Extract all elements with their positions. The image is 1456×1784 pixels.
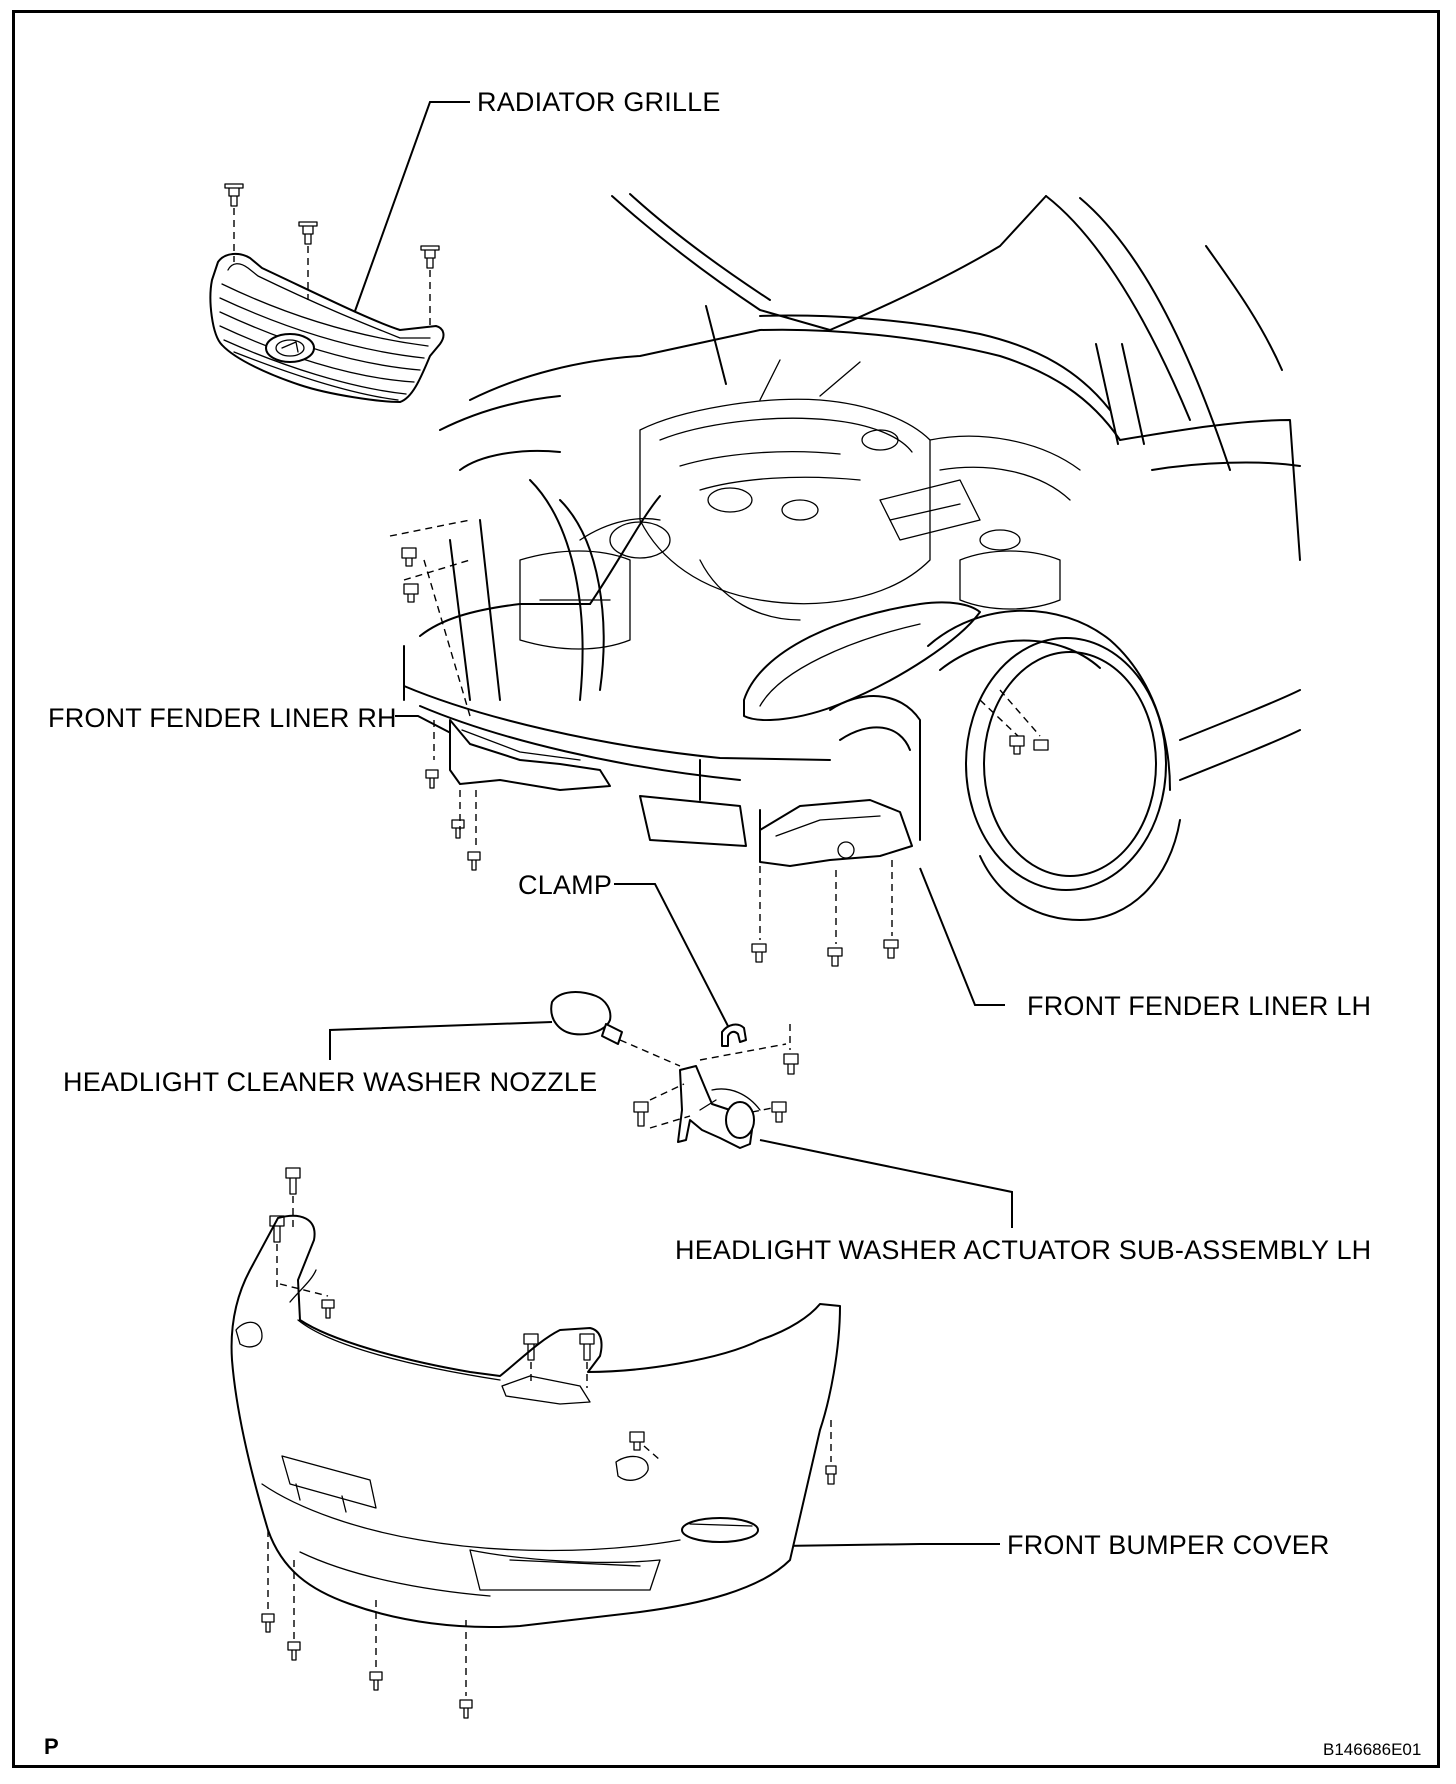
label-front-fender-liner-rh: FRONT FENDER LINER RH	[48, 703, 397, 733]
leader-radiator-grille	[350, 102, 470, 325]
label-front-fender-liner-lh: FRONT FENDER LINER LH	[1027, 991, 1372, 1021]
label-clamp: CLAMP	[518, 870, 613, 900]
leader-washer-actuator	[760, 1140, 1012, 1228]
diagram-frame	[12, 10, 1440, 1768]
engine-bay	[520, 360, 1080, 649]
label-front-bumper-cover: FRONT BUMPER COVER	[1007, 1530, 1330, 1560]
front-fender-liner-rh-part	[390, 520, 610, 870]
leader-lines	[330, 102, 1012, 1546]
label-radiator-grille: RADIATOR GRILLE	[477, 87, 721, 117]
vehicle-front-body	[404, 194, 1300, 920]
leader-front-bumper-cover	[780, 1544, 1000, 1546]
label-headlight-cleaner-washer-nozzle: HEADLIGHT CLEANER WASHER NOZZLE	[63, 1067, 598, 1097]
washer-nozzle-part	[551, 992, 680, 1066]
washer-actuator-part	[634, 1024, 798, 1148]
label-headlight-washer-actuator: HEADLIGHT WASHER ACTUATOR SUB-ASSEMBLY L…	[675, 1235, 1372, 1265]
radiator-grille-part	[210, 184, 443, 402]
leader-washer-nozzle	[330, 1022, 552, 1060]
leader-front-fender-liner-lh	[920, 868, 1005, 1005]
figure-code: B146686E01	[1323, 1740, 1422, 1759]
front-fender-liner-lh-part	[752, 690, 1048, 966]
front-bumper-cover-part	[232, 1168, 840, 1718]
leader-clamp	[614, 884, 730, 1030]
corner-mark: P	[44, 1734, 59, 1759]
